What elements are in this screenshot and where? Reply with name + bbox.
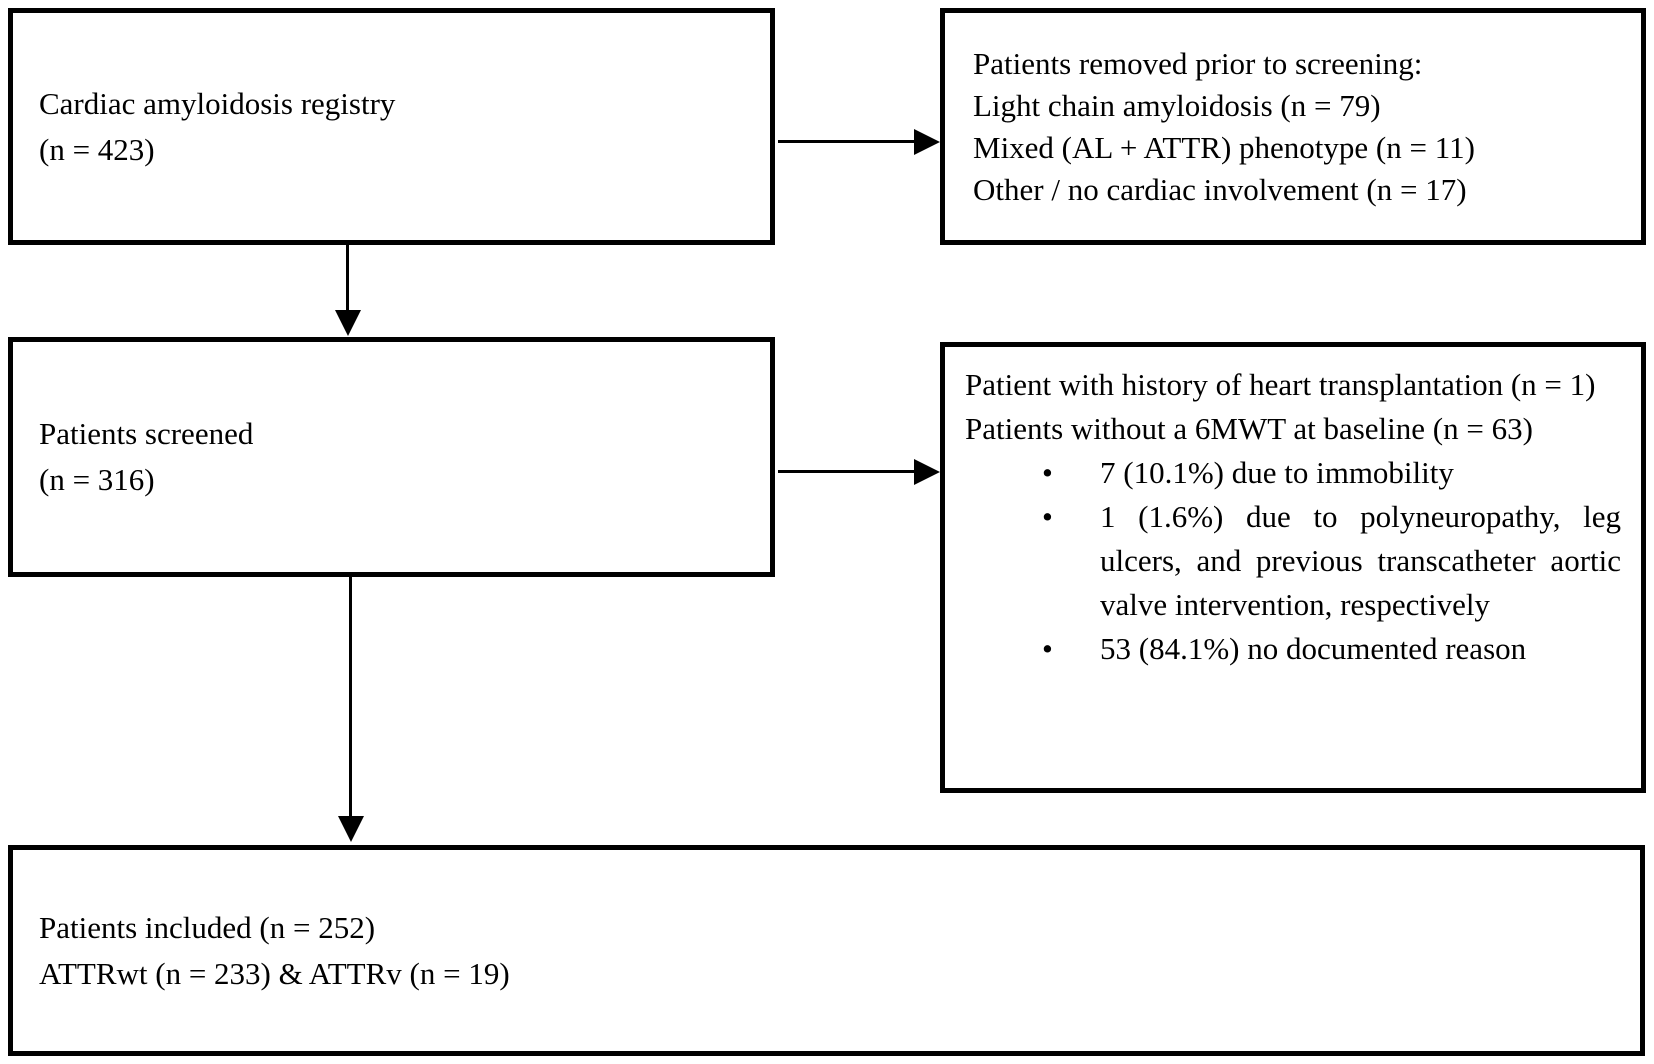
screened-box-count: (n = 316) (39, 462, 155, 497)
arrow-down-icon (338, 816, 364, 842)
registry-box: Cardiac amyloidosis registry (n = 423) (8, 8, 775, 245)
registry-box-count: (n = 423) (39, 131, 155, 167)
bullet-icon: • (1042, 631, 1053, 666)
arrow-right-icon (914, 129, 940, 155)
bullet-icon: • (1042, 455, 1053, 490)
included-box-title: Patients included (n = 252) (39, 909, 376, 945)
exclusions-bullet-item: • 53 (84.1%) no documented reason (1042, 627, 1627, 671)
arrow-line (349, 577, 352, 817)
screened-box-title: Patients screened (39, 416, 254, 451)
arrow-right-icon (914, 459, 940, 485)
bullet-icon: • (1042, 499, 1053, 534)
removed-box-title: Patients removed prior to screening: (973, 45, 1423, 81)
exclusions-para-transplantation: Patient with history of heart transplant… (965, 367, 1596, 402)
arrow-line (346, 245, 349, 313)
exclusions-box: Patient with history of heart transplant… (940, 342, 1646, 793)
removed-box-item: Light chain amyloidosis (n = 79) (973, 87, 1381, 123)
removed-box-item: Other / no cardiac involvement (n = 17) (973, 171, 1467, 207)
included-box: Patients included (n = 252) ATTRwt (n = … (8, 845, 1645, 1056)
arrow-line (778, 140, 918, 143)
arrow-line (778, 470, 918, 473)
arrow-down-icon (335, 310, 361, 336)
included-box-subtypes: ATTRwt (n = 233) & ATTRv (n = 19) (39, 955, 510, 991)
registry-box-title: Cardiac amyloidosis registry (39, 85, 396, 121)
exclusions-bullet-item: • 7 (10.1%) due to immobility (1042, 451, 1627, 495)
bullet-item-text: 1 (1.6%) due to polyneuropathy, leg ulce… (1100, 499, 1621, 622)
exclusions-para-no-6mwt: Patients without a 6MWT at baseline (n =… (965, 411, 1533, 446)
screened-box: Patients screened (n = 316) (8, 337, 775, 577)
bullet-item-text: 7 (10.1%) due to immobility (1100, 455, 1454, 490)
exclusions-bullet-item: • 1 (1.6%) due to polyneuropathy, leg ul… (1042, 495, 1627, 627)
bullet-item-text: 53 (84.1%) no documented reason (1100, 631, 1527, 666)
removed-prior-screening-box: Patients removed prior to screening: Lig… (940, 8, 1646, 245)
removed-box-item: Mixed (AL + ATTR) phenotype (n = 11) (973, 129, 1475, 165)
